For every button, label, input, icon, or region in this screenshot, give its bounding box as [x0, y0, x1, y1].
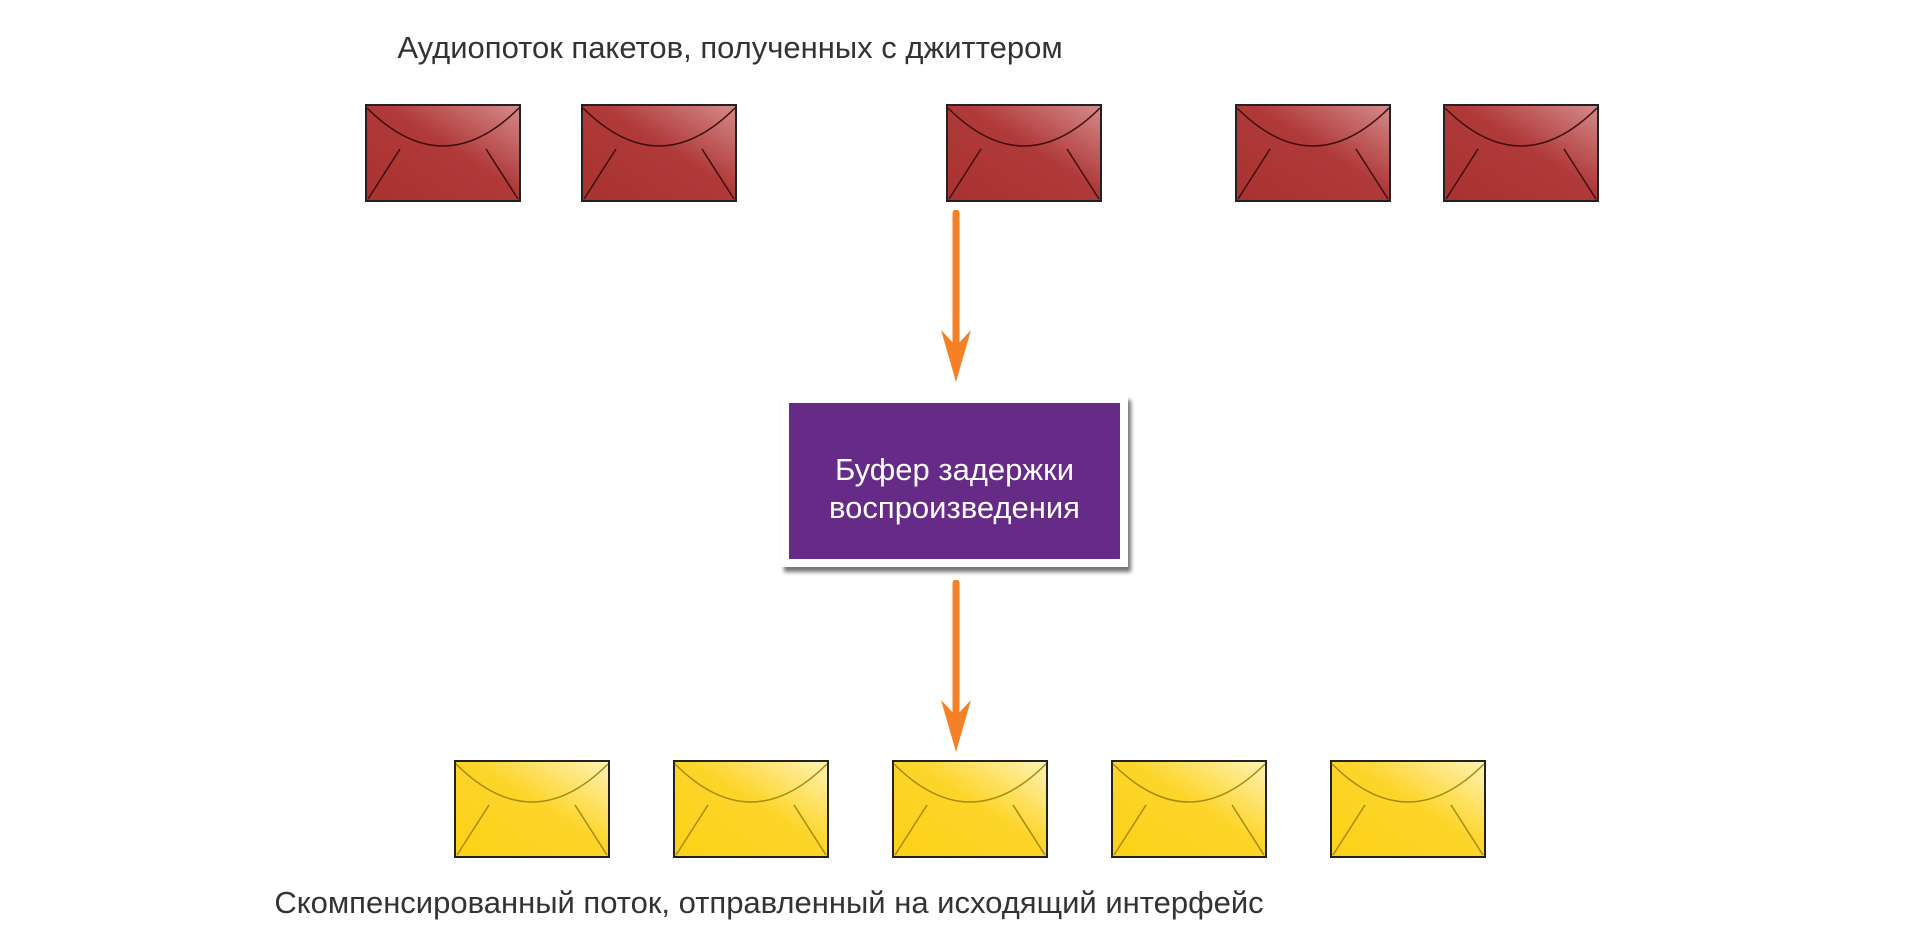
jitter-packet-envelope-icon: [581, 104, 737, 202]
compensated-packet-envelope-icon: [673, 760, 829, 858]
jitter-packet-envelope-icon: [946, 104, 1102, 202]
compensated-packet-envelope-icon: [1330, 760, 1486, 858]
buffer-label: Буфер задержки воспроизведения: [829, 452, 1080, 525]
arrow-down-icon: [936, 580, 976, 755]
compensated-packet-envelope-icon: [892, 760, 1048, 858]
top-caption: Аудиопоток пакетов, полученных с джиттер…: [397, 30, 1063, 65]
compensated-packet-envelope-icon: [454, 760, 610, 858]
jitter-packet-envelope-icon: [1443, 104, 1599, 202]
jitter-packet-envelope-icon: [365, 104, 521, 202]
buffer-fill: Буфер задержки воспроизведения: [789, 403, 1120, 559]
jitter-packet-envelope-icon: [1235, 104, 1391, 202]
arrow-down-icon: [936, 210, 976, 385]
bottom-caption: Скомпенсированный поток, отправленный на…: [274, 885, 1264, 920]
playout-delay-buffer: Буфер задержки воспроизведения: [781, 395, 1128, 567]
compensated-packet-envelope-icon: [1111, 760, 1267, 858]
